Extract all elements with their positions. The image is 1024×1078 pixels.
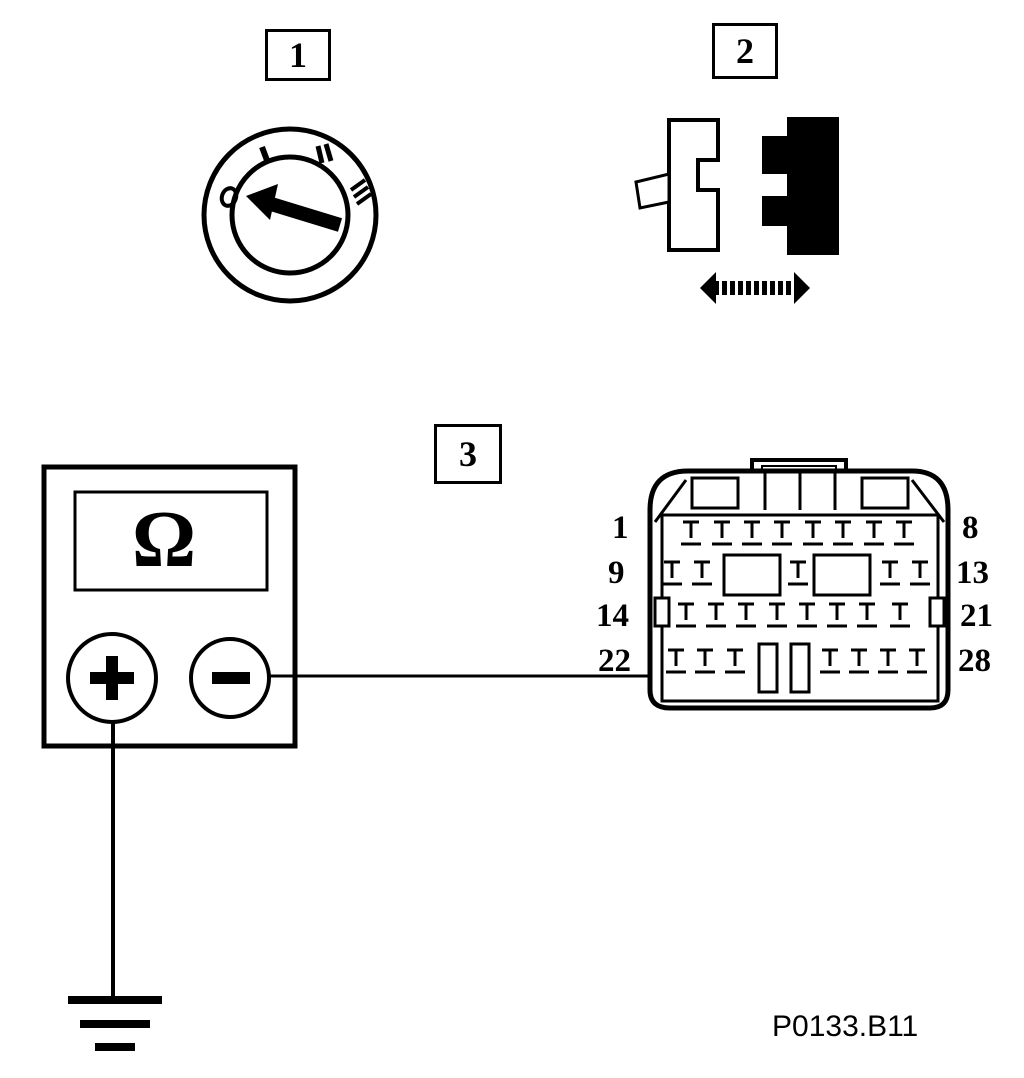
step-1-label: 1 — [265, 29, 331, 81]
connector-pin-terminal — [695, 648, 715, 674]
ignition-switch-icon — [201, 126, 379, 304]
pin-label-14: 14 — [596, 598, 629, 634]
connector-pin-terminal — [666, 648, 686, 674]
connector-pin-terminal — [736, 602, 756, 628]
pin-label-9: 9 — [608, 555, 625, 591]
connector-pin-terminal — [692, 560, 712, 586]
connector-pin-terminal — [864, 520, 884, 546]
connector-pin-terminal — [725, 648, 745, 674]
connector-pins — [662, 520, 930, 674]
connector-pin-terminal — [894, 520, 914, 546]
ohm-symbol: Ω — [132, 496, 197, 584]
connector-pin-terminal — [706, 602, 726, 628]
connector-disconnect-icon — [634, 117, 839, 304]
figure-code: P0133.B11 — [772, 1010, 919, 1043]
connector-pin-terminal — [742, 520, 762, 546]
connector-pin-terminal — [788, 560, 808, 586]
pin-label-1: 1 — [612, 510, 629, 546]
connector-pin-terminal — [772, 520, 792, 546]
pin-label-28: 28 — [958, 643, 991, 679]
connector-pin-terminal — [880, 560, 900, 586]
connector-pin-terminal — [827, 602, 847, 628]
connector-pin-terminal — [910, 560, 930, 586]
connector-pin-terminal — [907, 648, 927, 674]
connector-pin-terminal — [878, 648, 898, 674]
connector-pin-terminal — [833, 520, 853, 546]
connector-pin-terminal — [662, 560, 682, 586]
connector-pin-terminal — [890, 602, 910, 628]
connector-28-pin-icon — [647, 458, 951, 711]
connector-pin-terminal — [849, 648, 869, 674]
connector-pin-terminal — [857, 602, 877, 628]
pin-label-13: 13 — [956, 555, 989, 591]
connector-pin-terminal — [767, 602, 787, 628]
step-3-label: 3 — [434, 424, 502, 484]
ohmmeter-icon — [41, 464, 298, 749]
pin-label-8: 8 — [962, 510, 979, 546]
connector-pin-terminal — [681, 520, 701, 546]
pin-label-22: 22 — [598, 643, 631, 679]
connector-pin-terminal — [797, 602, 817, 628]
connector-pin-terminal — [803, 520, 823, 546]
step-2-label: 2 — [712, 23, 778, 79]
connector-pin-terminal — [712, 520, 732, 546]
connector-pin-terminal — [676, 602, 696, 628]
ground-icon — [68, 996, 162, 1051]
pin-label-21: 21 — [960, 598, 993, 634]
connector-pin-terminal — [820, 648, 840, 674]
